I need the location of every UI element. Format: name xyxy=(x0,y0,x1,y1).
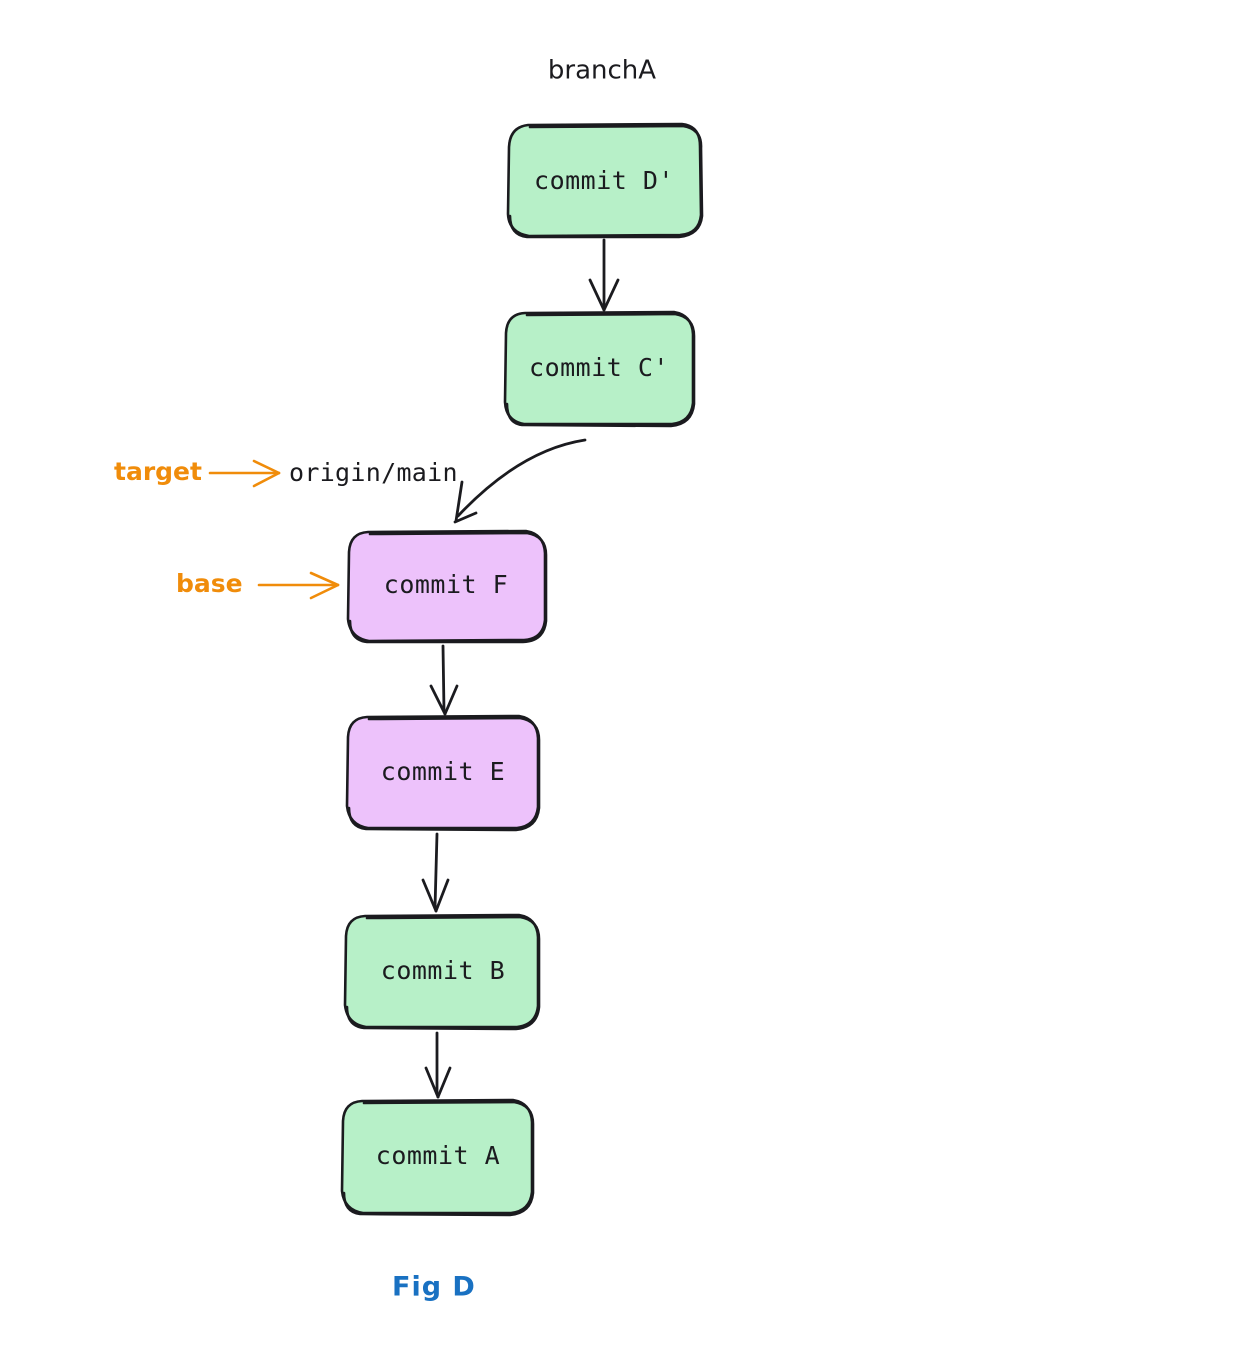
branch-label-branchA: branchA xyxy=(548,56,656,86)
annotation-label-base: base xyxy=(176,569,243,598)
commit-node-commit-a[interactable]: commit A xyxy=(340,1098,535,1217)
commit-node-commit-d-prime[interactable]: commit D' xyxy=(506,122,704,239)
commit-label: commit B xyxy=(381,956,505,985)
commit-box-sketch-overlay xyxy=(348,531,548,644)
annotation-target: target xyxy=(114,457,281,488)
commit-label: commit F xyxy=(384,570,508,599)
annotation-arrow-target-icon xyxy=(208,459,281,488)
edge-e-to-b xyxy=(421,832,450,913)
edge-f-to-e xyxy=(429,644,459,716)
edge-d-to-c xyxy=(588,238,620,312)
commit-box-sketch-overlay xyxy=(508,124,704,239)
commit-box-sketch-overlay xyxy=(345,915,541,1031)
commit-box-sketch-overlay xyxy=(505,312,696,428)
edge-c-to-f xyxy=(453,438,587,524)
ref-label-origin-main: origin/main xyxy=(289,458,458,487)
annotation-arrow-base-icon xyxy=(257,571,340,600)
commit-label: commit A xyxy=(376,1141,500,1170)
annotation-label-target: target xyxy=(114,457,202,486)
commit-node-commit-f[interactable]: commit F xyxy=(346,529,548,644)
commit-node-commit-c-prime[interactable]: commit C' xyxy=(503,310,696,428)
commit-label: commit D' xyxy=(534,166,674,195)
figure-caption: Fig D xyxy=(392,1272,476,1303)
commit-node-commit-e[interactable]: commit E xyxy=(345,714,541,832)
commit-node-commit-b[interactable]: commit B xyxy=(343,913,541,1031)
commit-label: commit C' xyxy=(529,353,669,382)
commit-box-sketch-overlay xyxy=(347,716,541,832)
annotation-base: base xyxy=(176,569,340,600)
commit-label: commit E xyxy=(381,757,505,786)
edge-b-to-a xyxy=(424,1031,452,1099)
commit-box-sketch-overlay xyxy=(342,1100,535,1217)
